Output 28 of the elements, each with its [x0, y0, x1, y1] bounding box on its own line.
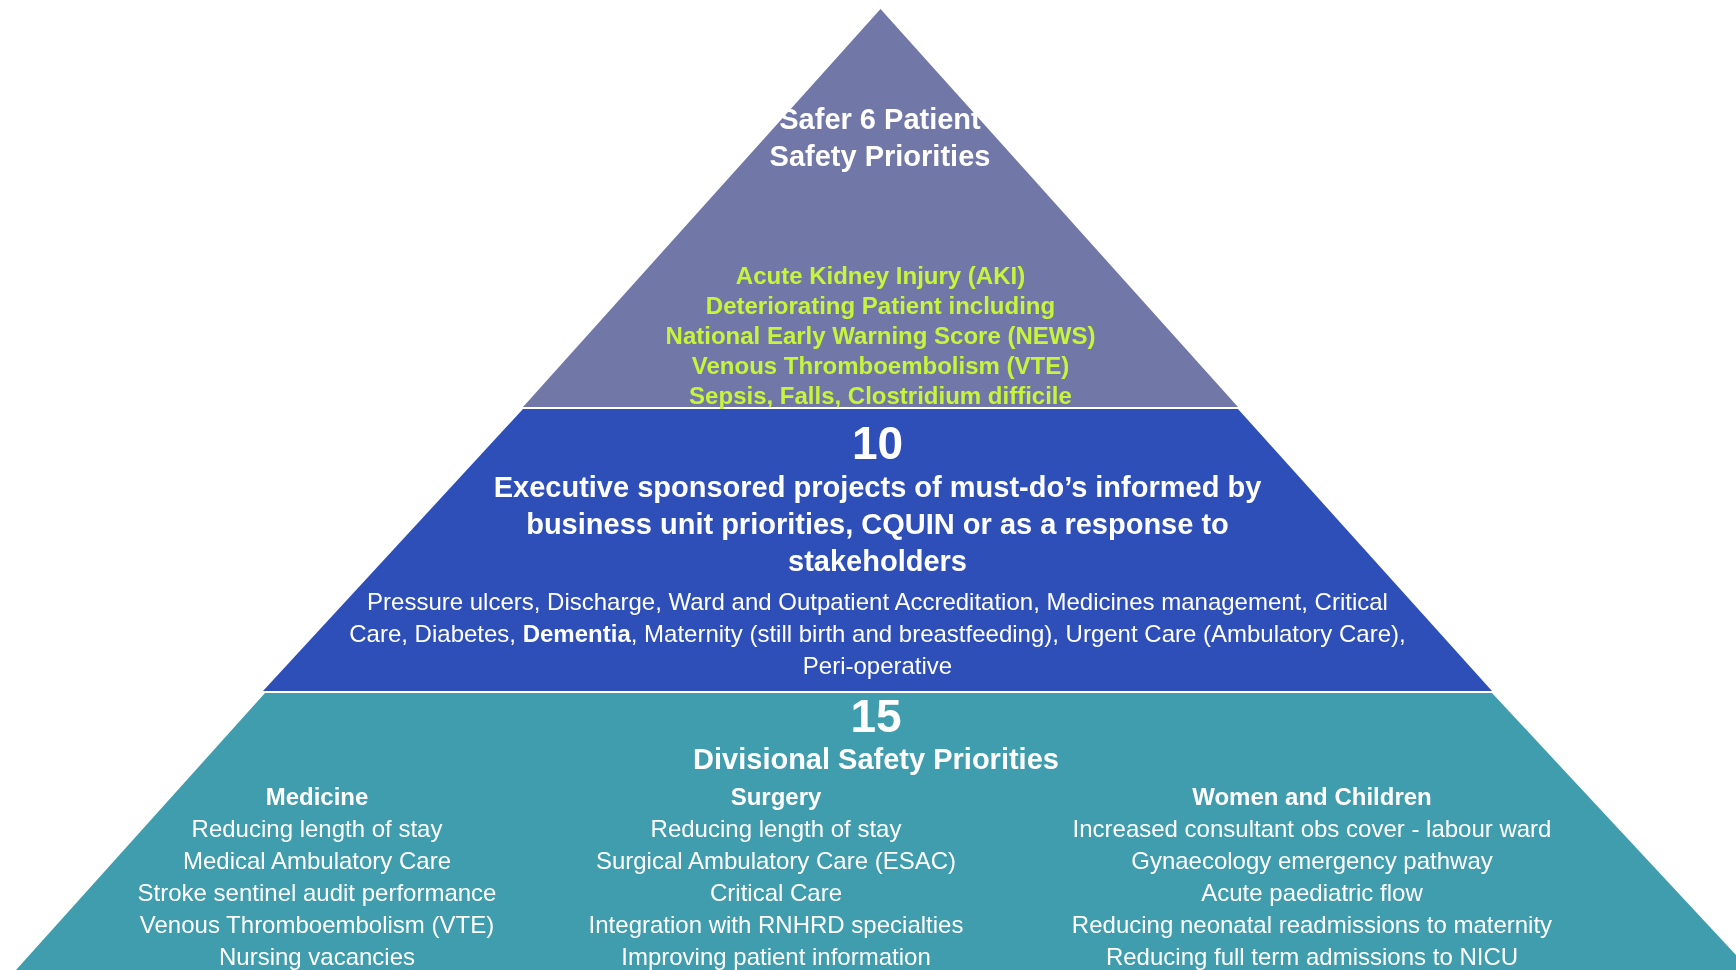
priority-item: Reducing neonatal readmissions to maternity: [1071, 910, 1553, 940]
priority-item: Nursing vacancies: [218, 942, 416, 970]
priority-list: Pressure ulcers, Discharge, Ward and Outpatient Accreditation, Medicines management, Critical Care, Diabetes, Dementia, Maternity (still birth and breastfeeding), Urgent Care (Ambulatory Care), Peri-operative: [342, 586, 1413, 682]
tier-heading: Executive sponsored projects of must-do’s informed by business unit priorities, CQUIN or as a response to stakeholders: [492, 470, 1263, 579]
priority-item: Medical Ambulatory Care: [182, 846, 452, 876]
priority-item: Surgical Ambulatory Care (ESAC): [595, 846, 957, 876]
priority-item: National Early Warning Score (NEWS): [665, 321, 1096, 351]
priority-item: Stroke sentinel audit performance: [137, 878, 497, 908]
tier-number: 10: [851, 417, 904, 469]
priority-item: Venous Thromboembolism (VTE): [691, 351, 1070, 381]
priority-item: Integration with RNHRD specialties: [588, 910, 964, 940]
priority-item: Reducing full term admissions to NICU: [1105, 942, 1519, 970]
priority-item: Acute paediatric flow: [1201, 878, 1423, 908]
priority-item: Deteriorating Patient including: [705, 291, 1056, 321]
priority-item: Reducing length of stay: [191, 814, 443, 844]
column-heading: Women and Children: [1192, 782, 1432, 812]
priority-item: Venous Thromboembolism (VTE): [139, 910, 495, 940]
priority-item: Sepsis, Falls, Clostridium difficile: [689, 381, 1072, 411]
column-heading: Medicine: [265, 782, 369, 812]
tier-heading: Divisional Safety Priorities: [693, 742, 1059, 777]
tier-number: 15: [850, 693, 902, 739]
priority-item: Critical Care: [710, 878, 842, 908]
priority-item: Improving patient information: [621, 942, 931, 970]
column-heading: Surgery: [730, 782, 822, 812]
priority-item: Acute Kidney Injury (AKI): [735, 261, 1026, 291]
priority-item: Reducing length of stay: [650, 814, 902, 844]
priority-item: Gynaecology emergency pathway: [1131, 846, 1493, 876]
priority-item: Increased consultant obs cover - labour ward: [1072, 814, 1552, 844]
